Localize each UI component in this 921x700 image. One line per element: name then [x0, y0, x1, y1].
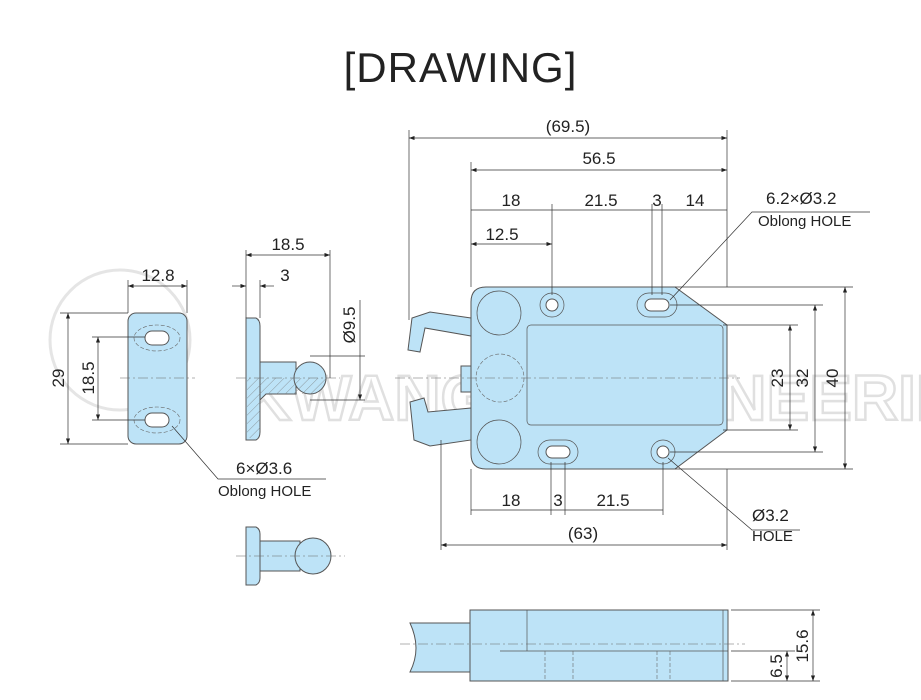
callout-hole-label: HOLE	[752, 528, 793, 545]
dim-top: 21.5	[584, 191, 617, 210]
dim-plate-thickness: 3	[280, 266, 289, 285]
round-hole	[545, 298, 559, 312]
callout-oblong-label: Oblong HOLE	[758, 213, 851, 230]
dim-right: 23	[768, 369, 787, 388]
dim-right: 32	[793, 369, 812, 388]
dim-top: 14	[686, 191, 705, 210]
oblong-hole	[644, 298, 670, 312]
plate-view: 12.8 29 18.5 6×Ø3.6 Oblong HOLE	[49, 266, 326, 500]
oblong-hole	[545, 445, 571, 459]
hook-top	[407, 311, 472, 353]
callout-plate-size: 6×Ø3.6	[236, 459, 292, 478]
dim-plate-width: 12.8	[141, 266, 174, 285]
callout-plate-label: Oblong HOLE	[218, 483, 311, 500]
hook-bottom	[409, 397, 472, 447]
dim-side-length: 18.5	[271, 235, 304, 254]
callout-hole-size: Ø3.2	[752, 506, 789, 525]
drawing-title: [DRAWING]	[343, 44, 578, 91]
dim-bottom-offset: 6.5	[767, 654, 786, 678]
ball-stud-view	[236, 526, 345, 586]
dim-bottom: 21.5	[596, 491, 629, 510]
dim-top: 3	[652, 191, 661, 210]
dim-bottom: 18	[502, 491, 521, 510]
round-hole	[656, 445, 670, 459]
dim-overall-width: (69.5)	[546, 117, 590, 136]
strike-plate	[127, 312, 188, 445]
dim-hole-pitch: 18.5	[79, 361, 98, 394]
dim-right: 40	[823, 369, 842, 388]
dim-bottom-overall: (63)	[568, 524, 598, 543]
dim-bottom-height: 15.6	[793, 629, 812, 662]
dim-bottom: 3	[553, 491, 562, 510]
dim-body-width: 56.5	[582, 149, 615, 168]
dim-plate-height: 29	[49, 369, 68, 388]
callout-oblong-size: 6.2×Ø3.2	[766, 189, 836, 208]
dim-ball-diameter: Ø9.5	[340, 307, 359, 344]
bottom-view: 15.6 6.5	[400, 609, 820, 682]
dim-hole-offset: 12.5	[485, 225, 518, 244]
main-view: (69.5) 56.5 18 21.5 3 14 12.5 18 3 21.5 …	[395, 117, 870, 550]
dim-top: 18	[502, 191, 521, 210]
side-view: 18.5 3 Ø9.5	[232, 235, 365, 441]
